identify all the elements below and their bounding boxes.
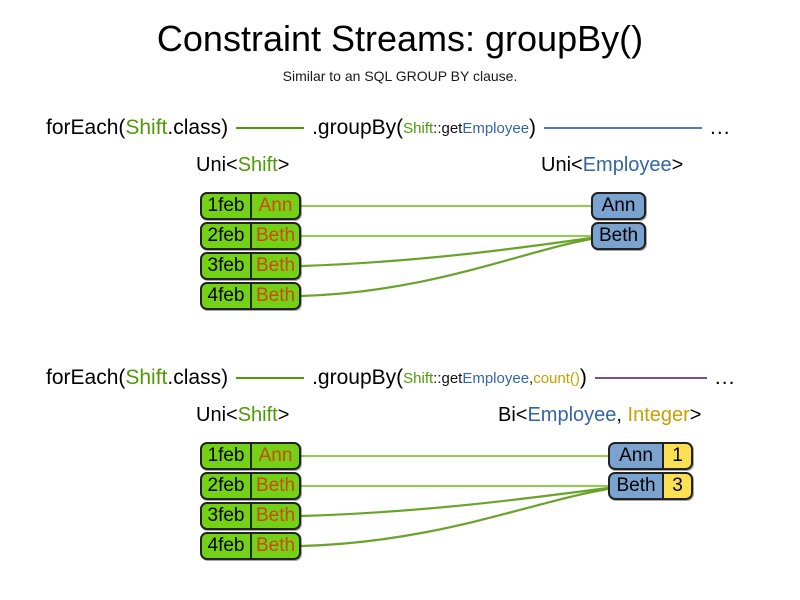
left-type-label-1: Uni<Shift>: [196, 154, 289, 177]
right-type-close-1: >: [671, 154, 684, 176]
groupby-prefix: .groupBy(: [312, 116, 404, 139]
shift-box[interactable]: 4feb Beth: [200, 282, 301, 310]
left-type-close-2: >: [277, 404, 290, 426]
groupby-suffix: ): [579, 366, 587, 389]
shift-box[interactable]: 1feb Ann: [200, 442, 301, 470]
left-type-generic-2: Uni<: [196, 404, 238, 426]
shift-date: 4feb: [202, 534, 252, 558]
groupby-arg-prop: Employee: [462, 119, 530, 137]
right-type-label-1: Uni<Employee>: [541, 154, 683, 177]
shift-date: 2feb: [202, 224, 252, 248]
left-type-name-1: Shift: [237, 154, 278, 176]
foreach-suffix: .class): [167, 366, 229, 389]
shift-box[interactable]: 3feb Beth: [200, 502, 301, 530]
right-type-close-2: >: [689, 404, 702, 426]
shift-employee: Beth: [255, 535, 296, 556]
right-type-name-2: Employee: [527, 404, 617, 426]
bi-employee: Beth: [608, 472, 664, 500]
shift-employee: Beth: [255, 475, 296, 496]
shift-employee: Beth: [255, 285, 296, 306]
right-type-name2-2: Integer: [627, 404, 690, 426]
foreach-prefix: forEach(: [46, 116, 126, 139]
foreach-type: Shift: [125, 366, 168, 389]
shift-box[interactable]: 2feb Beth: [200, 222, 301, 250]
groupby-arg-sep: ::get: [433, 369, 463, 387]
right-type-comma-2: ,: [616, 404, 628, 426]
groupby-arg-sep: ::get: [433, 119, 463, 137]
code-line-groupby-basic: forEach(Shift.class) .groupBy(Shift::get…: [46, 114, 731, 142]
shift-employee: Beth: [255, 255, 296, 276]
bi-tuple-box[interactable]: Beth 3: [608, 472, 693, 500]
left-type-generic-1: Uni<: [196, 154, 238, 176]
foreach-prefix: forEach(: [46, 366, 126, 389]
shift-box[interactable]: 3feb Beth: [200, 252, 301, 280]
foreach-suffix: .class): [167, 116, 229, 139]
groupby-arg-type: Shift: [403, 119, 434, 137]
connector-green-1: [236, 127, 305, 129]
page-title: Constraint Streams: groupBy(): [156, 18, 644, 59]
bi-tuple-box[interactable]: Ann 1: [608, 442, 693, 470]
groupby-arg-collector: count(): [533, 369, 580, 387]
employee-box[interactable]: Beth: [591, 222, 646, 250]
page-subtitle: Similar to an SQL GROUP BY clause.: [282, 68, 518, 84]
connector-blue-1: [544, 127, 703, 129]
shift-box[interactable]: 1feb Ann: [200, 192, 301, 220]
shift-date: 2feb: [202, 474, 252, 498]
shift-box[interactable]: 2feb Beth: [200, 472, 301, 500]
connector-green-2: [236, 377, 305, 379]
groupby-arg-type: Shift: [403, 369, 434, 387]
code-line-groupby-count: forEach(Shift.class) .groupBy(Shift::get…: [46, 364, 735, 392]
right-type-label-2: Bi<Employee, Integer>: [498, 404, 701, 427]
shift-employee: Ann: [258, 195, 293, 216]
left-type-name-2: Shift: [237, 404, 278, 426]
shift-date: 1feb: [202, 444, 252, 468]
bi-count: 3: [664, 472, 693, 500]
shift-date: 1feb: [202, 194, 252, 218]
shift-date: 3feb: [202, 504, 252, 528]
shift-employee: Ann: [258, 445, 293, 466]
groupby-arg-comma: ,: [529, 369, 534, 387]
connector-purple-2: [594, 377, 707, 379]
bi-count: 1: [664, 442, 693, 470]
shift-date: 4feb: [202, 284, 252, 308]
left-type-close-1: >: [277, 154, 290, 176]
right-type-generic-2: Bi<: [498, 404, 528, 426]
groupby-suffix: ): [529, 116, 537, 139]
employee-box[interactable]: Ann: [591, 192, 646, 220]
foreach-type: Shift: [125, 116, 168, 139]
shift-date: 3feb: [202, 254, 252, 278]
right-type-name-1: Employee: [582, 154, 672, 176]
ellipsis-1: ...: [710, 116, 731, 139]
ellipsis-2: ...: [714, 366, 736, 389]
shift-employee: Beth: [255, 505, 296, 526]
groupby-arg-prop: Employee: [462, 369, 530, 387]
shift-employee: Beth: [255, 225, 296, 246]
left-type-label-2: Uni<Shift>: [196, 404, 289, 427]
right-type-generic-1: Uni<: [541, 154, 583, 176]
bi-employee: Ann: [608, 442, 664, 470]
shift-box[interactable]: 4feb Beth: [200, 532, 301, 560]
groupby-prefix: .groupBy(: [312, 366, 404, 389]
